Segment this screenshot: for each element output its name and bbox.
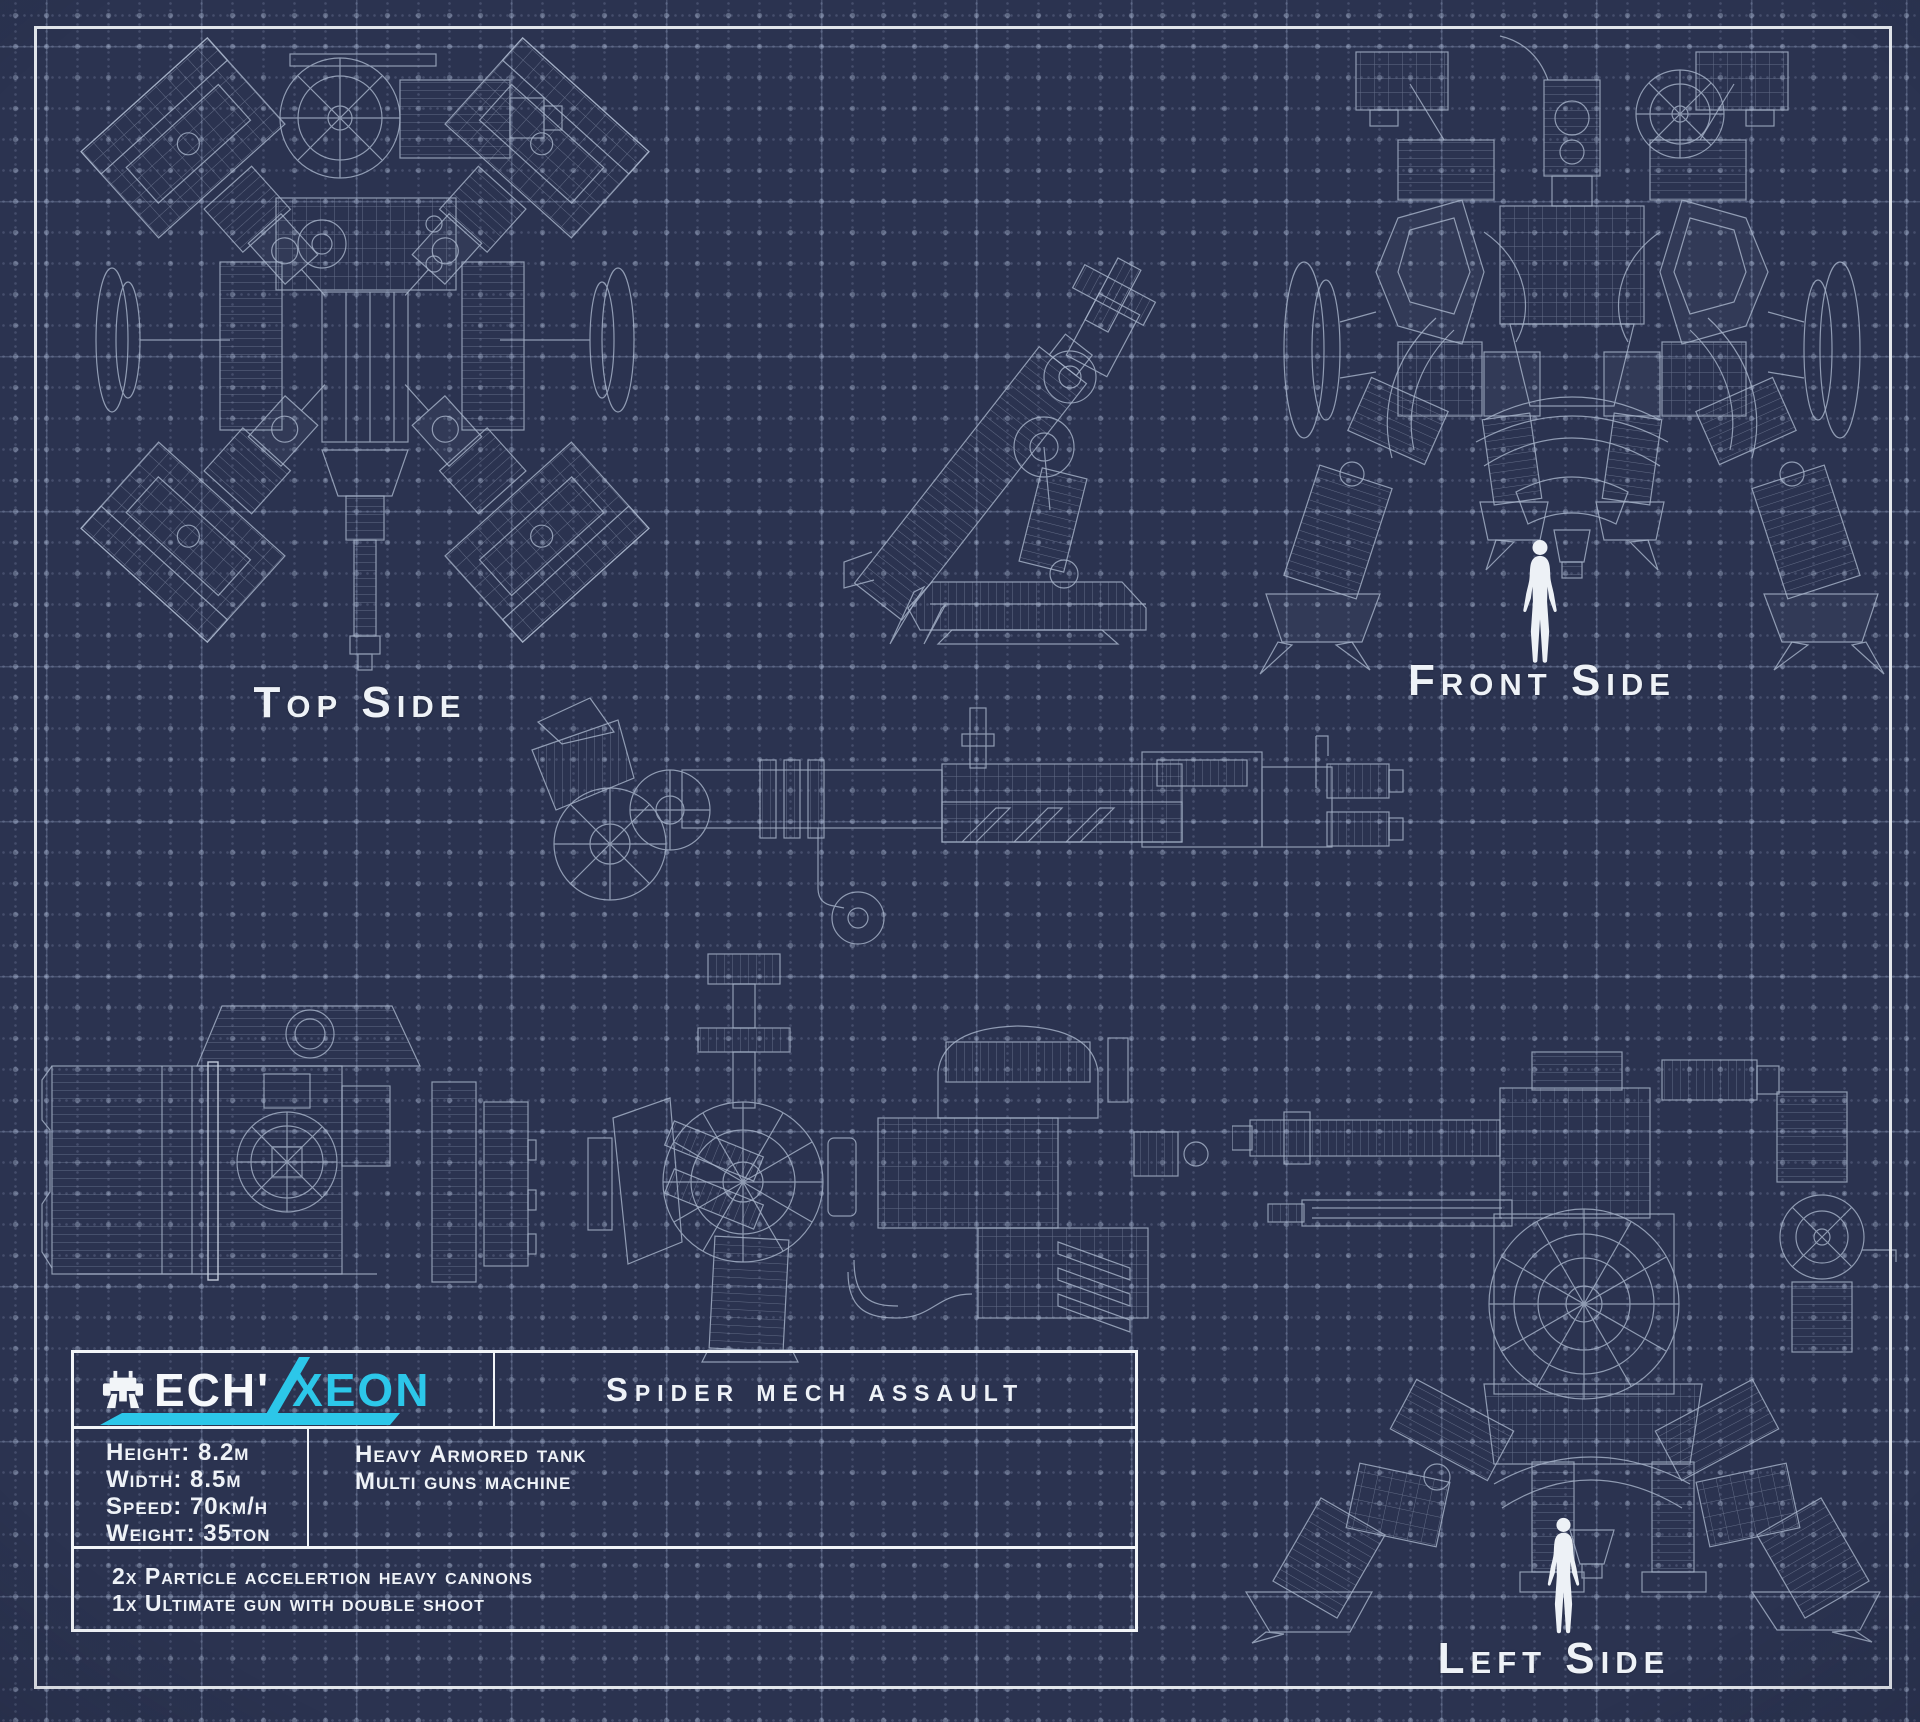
description-line: Multi guns machine [355,1468,572,1495]
title-block-header-row: ECH' XEON Spider mech assault [74,1353,1135,1429]
armament-line: 1x Ultimate gun with double shoot [112,1590,485,1616]
drawing-top-side-view [80,37,650,671]
drawing-assault-gun [587,953,1209,1363]
spec-weight: Weight: 35ton [106,1520,271,1547]
brand-underline-decoration [100,1413,400,1425]
brand-logo: ECH' XEON [74,1353,495,1426]
brand-text-accent: XEON [292,1363,431,1416]
blueprint-title: Spider mech assault [605,1370,1025,1408]
human-silhouette-left [1547,1517,1580,1634]
label-top-side: Top Side [253,678,467,727]
description-list: Heavy Armored tank Multi guns machine [309,1429,1135,1546]
drawing-angled-cannon [843,257,1157,645]
armament-list: 2x Particle accelertion heavy cannons 1x… [74,1549,1135,1629]
armament-line: 2x Particle accelertion heavy cannons [112,1563,534,1589]
spec-list: Height: 8.2m Width: 8.5m Speed: 70km/h W… [74,1429,309,1547]
spec-speed: Speed: 70km/h [106,1493,269,1520]
spec-width: Width: 8.5m [106,1466,242,1493]
description-line: Heavy Armored tank [355,1441,587,1468]
drawing-front-side-view [1259,35,1885,675]
title-block: ECH' XEON Spider mech assault Height: 8.… [71,1350,1138,1632]
human-silhouette-front [1523,540,1557,663]
mech-logo-icon [102,1370,144,1408]
label-front-side: Front Side [1408,656,1676,705]
drawing-barrel-module [41,1005,537,1283]
drawing-main-cannon-side [531,697,1404,945]
brand-text-white: ECH' [154,1363,271,1416]
title-block-info-row: Height: 8.2m Width: 8.5m Speed: 70km/h W… [74,1429,1135,1549]
spec-height: Height: 8.2m [106,1439,250,1466]
label-left-side: Left Side [1437,1634,1671,1683]
